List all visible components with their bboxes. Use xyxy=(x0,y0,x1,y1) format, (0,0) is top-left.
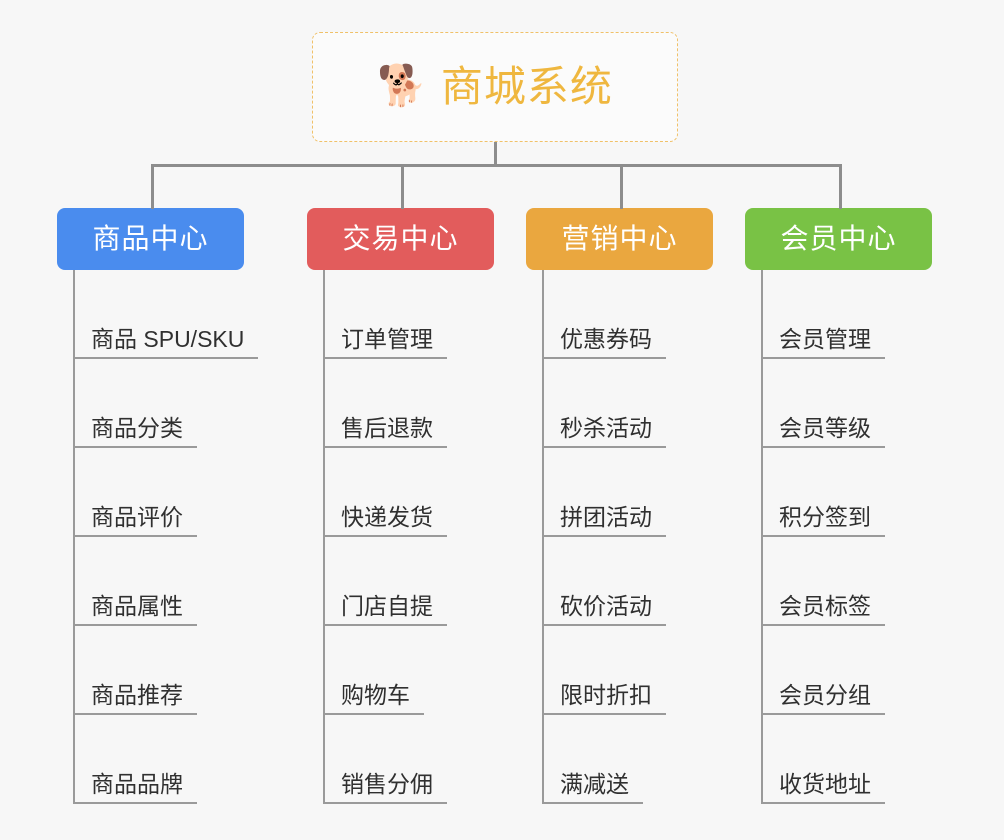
category-label: 商品中心 xyxy=(92,223,209,254)
leaf-item[interactable]: 订单管理 xyxy=(307,270,494,359)
category-box-2[interactable]: 交易中心 xyxy=(307,208,494,270)
connector-root-stem xyxy=(494,142,497,166)
leaf-item-label: 商品 SPU/SKU xyxy=(75,328,259,359)
root-node[interactable]: 🐕 商城系统 xyxy=(312,32,678,142)
leaf-item[interactable]: 门店自提 xyxy=(307,537,494,626)
leaf-item[interactable]: 收货地址 xyxy=(745,715,932,804)
leaf-item-label: 订单管理 xyxy=(325,328,447,359)
leaf-item-label: 积分签到 xyxy=(763,506,885,537)
connector-drop-3 xyxy=(620,164,623,209)
leaf-list-1: 商品 SPU/SKU 商品分类商品评价商品属性商品推荐商品品牌 xyxy=(57,270,259,804)
leaf-item-label: 售后退款 xyxy=(325,417,447,448)
leaf-item-label: 商品推荐 xyxy=(75,684,197,715)
leaf-item-label: 限时折扣 xyxy=(544,684,666,715)
leaf-item-label: 商品分类 xyxy=(75,417,197,448)
leaf-item-label: 砍价活动 xyxy=(544,595,666,626)
leaf-item[interactable]: 拼团活动 xyxy=(526,448,713,537)
category-column-4: 会员中心会员管理会员等级积分签到会员标签会员分组收货地址 xyxy=(745,208,932,804)
leaf-item[interactable]: 商品评价 xyxy=(57,448,244,537)
connector-drop-2 xyxy=(401,164,404,209)
leaf-item[interactable]: 快递发货 xyxy=(307,448,494,537)
connector-spine-1 xyxy=(73,270,75,804)
leaf-item-label: 秒杀活动 xyxy=(544,417,666,448)
category-box-3[interactable]: 营销中心 xyxy=(526,208,713,270)
leaf-item-label: 商品评价 xyxy=(75,506,197,537)
leaf-item[interactable]: 销售分佣 xyxy=(307,715,494,804)
leaf-item[interactable]: 会员标签 xyxy=(745,537,932,626)
connector-drop-1 xyxy=(151,164,154,209)
leaf-list-3: 优惠券码秒杀活动拼团活动砍价活动限时折扣满减送 xyxy=(526,270,713,804)
leaf-item-label: 购物车 xyxy=(325,684,424,715)
category-column-3: 营销中心优惠券码秒杀活动拼团活动砍价活动限时折扣满减送 xyxy=(526,208,713,804)
connector-spine-4 xyxy=(761,270,763,804)
leaf-item[interactable]: 积分签到 xyxy=(745,448,932,537)
connector-spine-3 xyxy=(542,270,544,804)
root-title: 商城系统 xyxy=(440,63,613,110)
leaf-item[interactable]: 会员分组 xyxy=(745,626,932,715)
leaf-item-label: 满减送 xyxy=(544,773,643,804)
leaf-item[interactable]: 购物车 xyxy=(307,626,494,715)
shiba-inu-dog-face-icon: 🐕 xyxy=(377,64,427,108)
leaf-item[interactable]: 会员等级 xyxy=(745,359,932,448)
leaf-item-label: 门店自提 xyxy=(325,595,447,626)
leaf-item-label: 优惠券码 xyxy=(544,328,666,359)
category-box-4[interactable]: 会员中心 xyxy=(745,208,932,270)
leaf-list-4: 会员管理会员等级积分签到会员标签会员分组收货地址 xyxy=(745,270,932,804)
leaf-item[interactable]: 商品分类 xyxy=(57,359,244,448)
leaf-item-label: 商品品牌 xyxy=(75,773,197,804)
leaf-item[interactable]: 砍价活动 xyxy=(526,537,713,626)
leaf-item[interactable]: 售后退款 xyxy=(307,359,494,448)
leaf-item-label: 拼团活动 xyxy=(544,506,666,537)
category-label: 交易中心 xyxy=(342,223,459,254)
category-column-2: 交易中心订单管理售后退款快递发货门店自提购物车销售分佣 xyxy=(307,208,494,804)
leaf-item[interactable]: 优惠券码 xyxy=(526,270,713,359)
leaf-item-label: 快递发货 xyxy=(325,506,447,537)
category-label: 营销中心 xyxy=(561,223,678,254)
leaf-item[interactable]: 商品品牌 xyxy=(57,715,244,804)
leaf-item-label: 商品属性 xyxy=(75,595,197,626)
leaf-item[interactable]: 商品 SPU/SKU xyxy=(57,270,259,359)
leaf-item-label: 会员分组 xyxy=(763,684,885,715)
leaf-item[interactable]: 秒杀活动 xyxy=(526,359,713,448)
leaf-item-label: 会员管理 xyxy=(763,328,885,359)
leaf-item-label: 收货地址 xyxy=(763,773,885,804)
category-box-1[interactable]: 商品中心 xyxy=(57,208,244,270)
leaf-item[interactable]: 满减送 xyxy=(526,715,713,804)
leaf-item[interactable]: 限时折扣 xyxy=(526,626,713,715)
connector-spine-2 xyxy=(323,270,325,804)
leaf-item-label: 销售分佣 xyxy=(325,773,447,804)
connector-horizontal-bus xyxy=(151,164,839,167)
leaf-list-2: 订单管理售后退款快递发货门店自提购物车销售分佣 xyxy=(307,270,494,804)
connector-drop-4 xyxy=(839,164,842,209)
category-column-1: 商品中心商品 SPU/SKU 商品分类商品评价商品属性商品推荐商品品牌 xyxy=(57,208,259,804)
leaf-item-label: 会员等级 xyxy=(763,417,885,448)
leaf-item-label: 会员标签 xyxy=(763,595,885,626)
category-label: 会员中心 xyxy=(780,223,897,254)
leaf-item[interactable]: 会员管理 xyxy=(745,270,932,359)
leaf-item[interactable]: 商品属性 xyxy=(57,537,244,626)
leaf-item[interactable]: 商品推荐 xyxy=(57,626,244,715)
